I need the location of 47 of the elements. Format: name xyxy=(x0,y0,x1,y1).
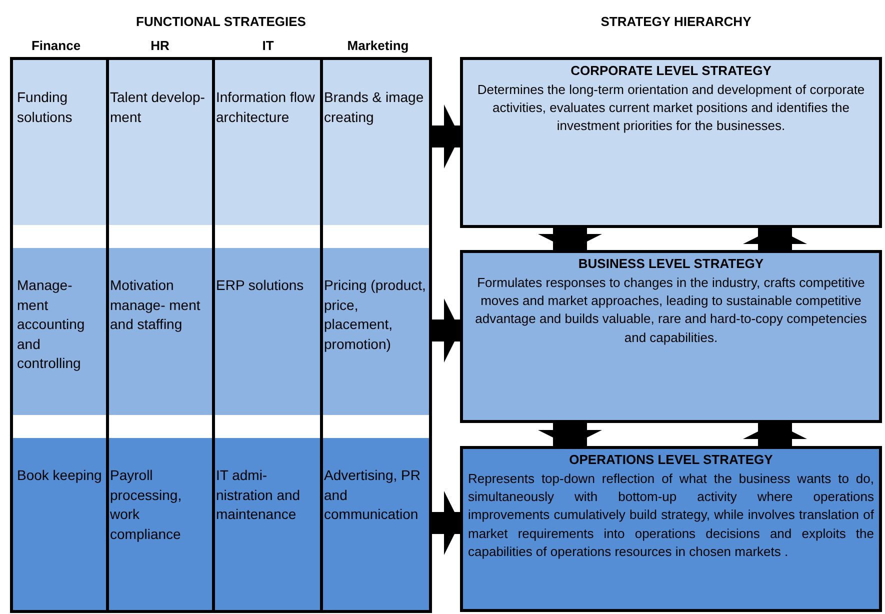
cell-text: Advertising, PR and communication xyxy=(324,466,422,524)
box-description: Formulates responses to changes in the industry, crafts competitive moves and market approaches, leading to sustainable competitive advantage and builds valuable, rare and hard-to-copy competencies and capabilities. xyxy=(474,274,868,347)
block-arrow xyxy=(538,228,602,250)
block-arrow xyxy=(432,104,460,168)
functional-strategies-table xyxy=(10,57,432,613)
cell-text: ERP solutions xyxy=(216,276,305,295)
cell-text: Funding solutions xyxy=(17,88,74,127)
cell-text: Motivation manage- ment and staffing xyxy=(110,276,202,334)
cell-text: Talent develop- ment xyxy=(110,88,206,127)
box-description: Represents top-down reflection of what the business wants to do, simultaneously with bottom-up activity where operations improvements cumulatively build strategy, while involves translation of market requirements into operations decisions and exploits the capabilities of operations resources in chosen markets . xyxy=(468,470,874,561)
strategy-level-box xyxy=(460,57,882,228)
cell-text: Information flow architecture xyxy=(216,88,316,127)
column-header: Marketing xyxy=(347,38,409,53)
block-arrow xyxy=(432,298,460,362)
strategy-cell xyxy=(106,248,212,415)
cell-text: Brands & image creating xyxy=(324,88,425,127)
box-description: Determines the long-term orientation and development of corporate activities, evaluates current market positions and identifies the investment priorities for the businesses. xyxy=(476,81,866,136)
column-header: Finance xyxy=(31,38,81,53)
column-header: IT xyxy=(262,38,274,53)
strategy-cell xyxy=(320,60,429,225)
section-title: FUNCTIONAL STRATEGIES xyxy=(136,14,306,29)
strategy-level-box xyxy=(460,446,882,612)
strategy-cell xyxy=(13,248,106,415)
cell-text: Pricing (product, price, placement, promotion) xyxy=(324,276,426,354)
cell-text: Payroll processing, work compliance xyxy=(110,466,183,544)
block-arrow xyxy=(743,423,807,446)
strategy-cell xyxy=(212,248,320,415)
strategy-cell xyxy=(13,60,106,225)
strategy-cell xyxy=(13,438,106,610)
block-arrow xyxy=(538,423,602,446)
strategy-cell xyxy=(212,438,320,610)
cell-text: IT admi- nistration and maintenance xyxy=(216,466,302,524)
box-heading: BUSINESS LEVEL STRATEGY xyxy=(577,256,765,271)
box-heading: CORPORATE LEVEL STRATEGY xyxy=(570,63,772,78)
block-arrow xyxy=(743,228,807,250)
strategy-cell xyxy=(212,60,320,225)
strategy-cell xyxy=(320,248,429,415)
strategy-cell xyxy=(320,438,429,610)
block-arrow xyxy=(432,491,460,555)
cell-text: Manage- ment accounting and controlling xyxy=(17,276,86,374)
cell-text: Book keeping xyxy=(17,466,103,485)
strategy-cell xyxy=(106,438,212,610)
box-heading: OPERATIONS LEVEL STRATEGY xyxy=(568,452,774,467)
strategy-cell xyxy=(106,60,212,225)
strategy-level-box xyxy=(460,250,882,423)
section-title: STRATEGY HIERARCHY xyxy=(600,14,752,29)
column-header: HR xyxy=(150,38,170,53)
